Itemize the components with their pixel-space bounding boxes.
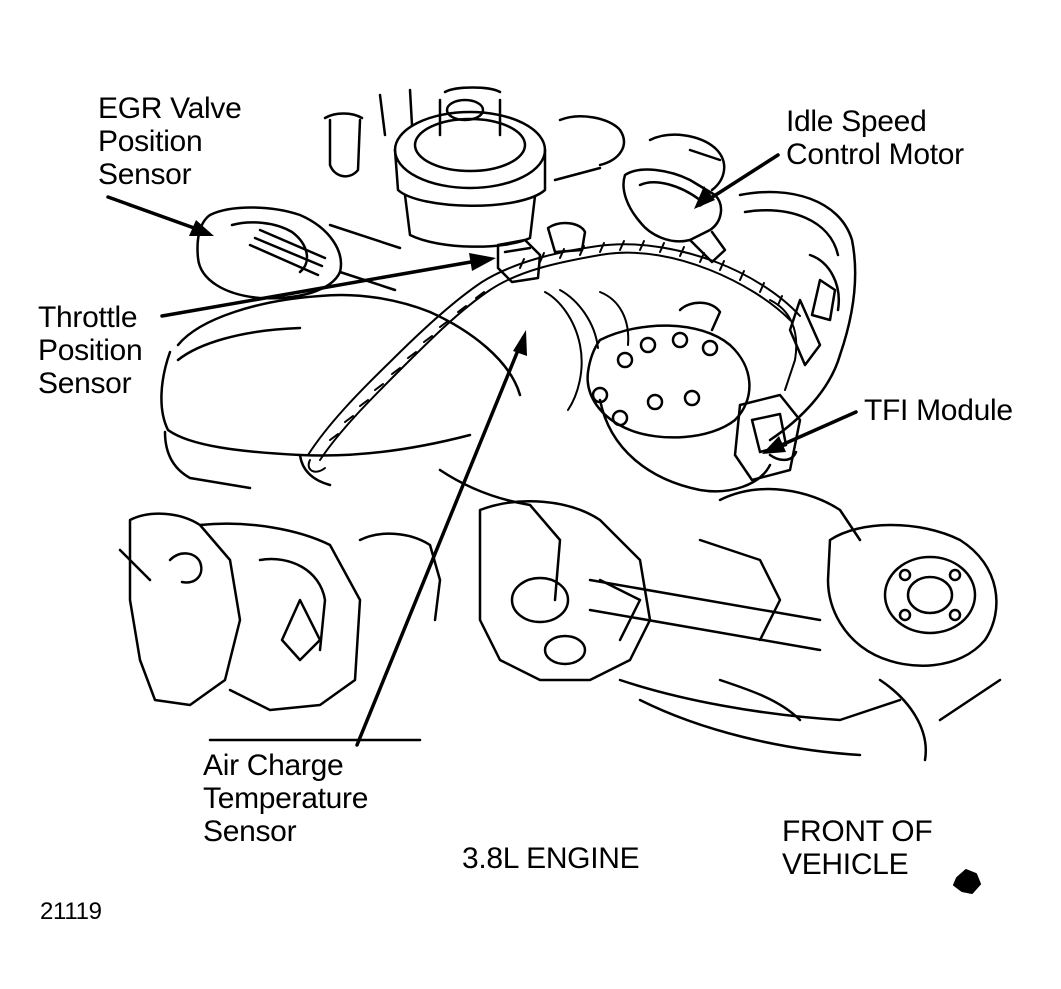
idle-speed-control-motor-label: Idle Speed Control Motor (786, 105, 964, 171)
throttle-position-sensor-label: Throttle Position Sensor (38, 301, 143, 400)
act-arrowhead (513, 330, 527, 356)
front-direction-icon (953, 869, 981, 894)
act-label-line-3: Sensor (203, 815, 297, 848)
tfi-module-label: TFI Module (864, 394, 1013, 427)
right-valve-cover (738, 190, 857, 442)
egr-valve-position-sensor-label: EGR Valve Position Sensor (98, 92, 242, 191)
carburetor (323, 86, 626, 248)
oil-pan (618, 678, 1002, 762)
front-label-line-1: FRONT OF (782, 815, 933, 848)
distributor-cap (586, 301, 772, 493)
egr-arrowhead (189, 220, 214, 236)
tps-label-line-2: Position (38, 334, 143, 367)
throttle-position-sensor (496, 221, 587, 284)
tps-arrowhead (469, 253, 496, 271)
front-pulley (588, 487, 998, 667)
wiring-harness (307, 240, 801, 473)
egr-leader-line (106, 195, 210, 235)
front-of-vehicle-label: FRONT OF VEHICLE (782, 815, 933, 881)
tfi-label-line-1: TFI Module (864, 394, 1013, 427)
arrowheads (189, 186, 786, 454)
tps-leader-line (160, 257, 490, 318)
egr-label-line-2: Position (98, 125, 203, 158)
leader-lines (106, 153, 858, 747)
engine-caption-text: 3.8L ENGINE (462, 842, 640, 875)
front-label-line-2: VEHICLE (782, 848, 909, 881)
timing-cover (478, 500, 652, 682)
act-label-line-1: Air Charge (203, 749, 344, 782)
left-valve-cover (160, 293, 522, 490)
tfi-arrowhead (762, 436, 786, 454)
isc-label-line-2: Control Motor (786, 138, 964, 171)
egr-label-line-1: EGR Valve (98, 92, 242, 125)
figure-number-text: 21119 (40, 898, 102, 925)
lower-engine-block (118, 468, 562, 742)
engine-caption: 3.8L ENGINE (462, 842, 640, 875)
idle-speed-control-motor (622, 133, 727, 264)
isc-leader-line (698, 153, 780, 207)
isc-arrowhead (694, 186, 715, 209)
isc-label-line-1: Idle Speed (786, 105, 927, 138)
act-leader-line (355, 336, 525, 747)
figure-number: 21119 (40, 895, 102, 928)
egr-valve-assembly (196, 206, 402, 300)
tps-label-line-3: Sensor (38, 367, 132, 400)
air-charge-temperature-sensor-label: Air Charge Temperature Sensor (203, 749, 368, 848)
egr-label-line-3: Sensor (98, 158, 192, 191)
tfi-module (733, 393, 802, 482)
tps-label-line-1: Throttle (38, 301, 138, 334)
act-label-line-2: Temperature (203, 782, 369, 815)
